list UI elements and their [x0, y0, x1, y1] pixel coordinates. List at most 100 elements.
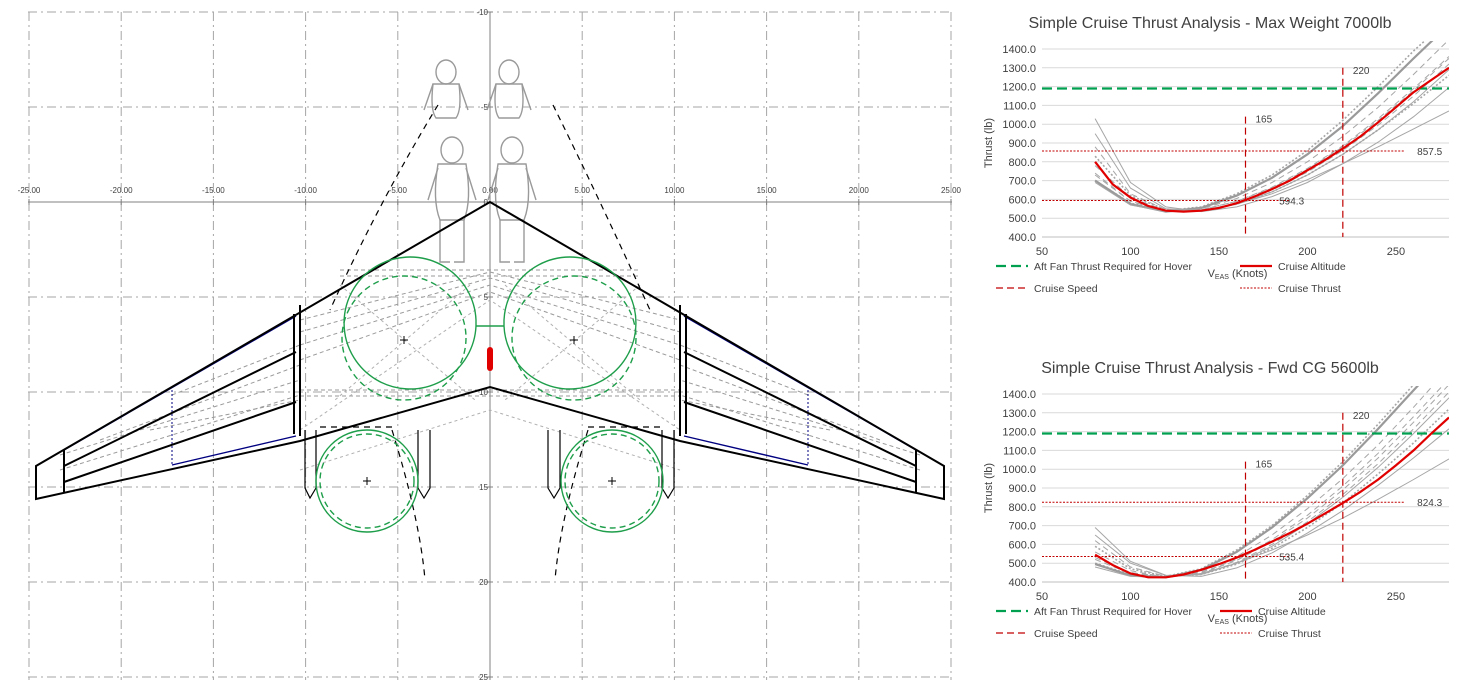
- top-axis-tick-label: -10.00: [294, 186, 317, 195]
- plot-area: [1042, 386, 1449, 582]
- x-axis-label-subscript: EAS: [1215, 619, 1229, 626]
- y-tick-label: 1400.0: [1002, 389, 1036, 401]
- altitude-series-line: [1094, 397, 1449, 576]
- forward-fan-left: [341, 256, 477, 401]
- legend-label-thrust: Cruise Thrust: [1278, 283, 1341, 295]
- altitude-series-line: [1094, 56, 1449, 212]
- altitude-series-line: [1094, 391, 1449, 577]
- chart-max-weight: Simple Cruise Thrust Analysis - Max Weig…: [983, 15, 1449, 295]
- y-tick-label: 400.0: [1008, 232, 1036, 244]
- legend-label-speed: Cruise Speed: [1034, 283, 1098, 295]
- top-axis-tick-label: -5.00: [389, 186, 408, 195]
- x-tick-label: 200: [1298, 591, 1316, 603]
- top-axis-tick-label: 5.00: [574, 186, 590, 195]
- y-tick-label: 1100.0: [1003, 445, 1036, 457]
- x-tick-label: 150: [1210, 591, 1228, 603]
- internal-structure-lines: [59, 269, 921, 471]
- y-tick-label: 400.0: [1008, 577, 1036, 589]
- cruise-speed-label: 165: [1256, 115, 1273, 126]
- x-axis-label: VEAS (Knots): [1208, 613, 1268, 626]
- altitude-series-line: [1094, 58, 1449, 212]
- y-tick-label: 700.0: [1008, 521, 1036, 533]
- y-axis-label: Thrust (lb): [983, 118, 995, 168]
- legend-label-altitude: Cruise Altitude: [1258, 606, 1326, 618]
- spar-dashed-lines: [171, 386, 809, 465]
- x-axis-label-suffix: (Knots): [1229, 613, 1268, 625]
- altitude-series-line: [1094, 63, 1449, 212]
- cruise-thrust-label: 824.3: [1417, 498, 1442, 509]
- cruise-thrust-label: 857.5: [1417, 147, 1442, 158]
- altitude-series-line: [1094, 386, 1444, 578]
- center-axis-tick-label: 5: [484, 293, 489, 302]
- y-tick-label: 1200.0: [1002, 427, 1036, 439]
- y-tick-label: 1300.0: [1002, 63, 1036, 75]
- center-axis-tick-label: -5: [481, 103, 489, 112]
- legend-label-hover: Aft Fan Thrust Required for Hover: [1034, 261, 1192, 273]
- occupant-front-right: [486, 59, 532, 119]
- legend-label-hover: Aft Fan Thrust Required for Hover: [1034, 606, 1192, 618]
- top-axis-tick-label: -20.00: [110, 186, 133, 195]
- top-axis-tick-label: -15.00: [202, 186, 225, 195]
- altitude-series-line: [1094, 41, 1449, 213]
- occupant-silhouettes: [423, 59, 537, 263]
- y-axis-label: Thrust (lb): [983, 463, 995, 513]
- lift-fans: [315, 256, 664, 533]
- x-tick-label: 150: [1210, 246, 1228, 258]
- cruise-altitude-line: [1094, 416, 1449, 579]
- aft-fan-left: [315, 429, 419, 533]
- center-axis-tick-label: -10: [476, 8, 488, 17]
- y-tick-label: 600.0: [1008, 194, 1036, 206]
- center-axis-tick-label: 20: [479, 578, 488, 587]
- altitude-series-line: [1094, 74, 1449, 212]
- plot-area: [1042, 41, 1449, 237]
- top-axis-tick-label: 15.00: [757, 186, 778, 195]
- x-axis-label-main: V: [1208, 268, 1216, 280]
- chart-fwd-cg: Simple Cruise Thrust Analysis - Fwd CG 5…: [983, 360, 1449, 640]
- cruise-speed-label: 220: [1353, 411, 1370, 422]
- x-tick-label: 250: [1387, 246, 1405, 258]
- x-tick-label: 200: [1298, 246, 1316, 258]
- y-tick-label: 900.0: [1008, 138, 1036, 150]
- y-tick-label: 1200.0: [1002, 82, 1036, 94]
- altitude-series-line: [1094, 386, 1434, 578]
- x-axis-label-subscript: EAS: [1215, 274, 1229, 281]
- altitude-series-line: [1094, 428, 1449, 577]
- fan-diagonal-lines: [299, 284, 681, 471]
- legend-label-speed: Cruise Speed: [1034, 628, 1098, 640]
- y-tick-label: 600.0: [1008, 539, 1036, 551]
- top-axis-tick-label: 10.00: [664, 186, 685, 195]
- x-axis-label-main: V: [1208, 613, 1216, 625]
- top-axis-tick-label: 25.00: [941, 186, 962, 195]
- cruise-speed-label: 220: [1353, 66, 1370, 77]
- occupant-rear-right: [487, 136, 537, 263]
- x-tick-label: 250: [1387, 591, 1405, 603]
- center-axis-tick-label: 0: [484, 198, 489, 207]
- forward-fan-right: [503, 256, 637, 401]
- x-tick-label: 50: [1036, 591, 1048, 603]
- y-tick-label: 800.0: [1008, 502, 1036, 514]
- y-tick-label: 900.0: [1008, 483, 1036, 495]
- center-axis-tick-label: 10: [479, 388, 488, 397]
- x-axis-label-suffix: (Knots): [1229, 268, 1268, 280]
- y-tick-label: 500.0: [1008, 558, 1036, 570]
- y-tick-label: 1000.0: [1002, 464, 1036, 476]
- y-tick-label: 700.0: [1008, 176, 1036, 188]
- fan-centre-marks: [363, 336, 616, 485]
- chart-title: Simple Cruise Thrust Analysis - Max Weig…: [1028, 15, 1391, 32]
- legend-label-thrust: Cruise Thrust: [1258, 628, 1321, 640]
- cruise-speed-label: 165: [1256, 460, 1273, 471]
- altitude-series-line: [1094, 458, 1449, 578]
- x-axis-label: VEAS (Knots): [1208, 268, 1268, 281]
- cruise-altitude-line: [1094, 66, 1449, 213]
- x-tick-label: 100: [1121, 246, 1139, 258]
- y-tick-label: 1400.0: [1002, 44, 1036, 56]
- wing-outline: [35, 200, 945, 501]
- y-tick-label: 1000.0: [1002, 119, 1036, 131]
- top-axis-tick-label: 20.00: [849, 186, 870, 195]
- cruise-thrust-label: 594.3: [1279, 196, 1304, 207]
- x-tick-label: 100: [1121, 591, 1139, 603]
- legend-label-altitude: Cruise Altitude: [1278, 261, 1346, 273]
- flow-boundary-lines: [320, 104, 660, 581]
